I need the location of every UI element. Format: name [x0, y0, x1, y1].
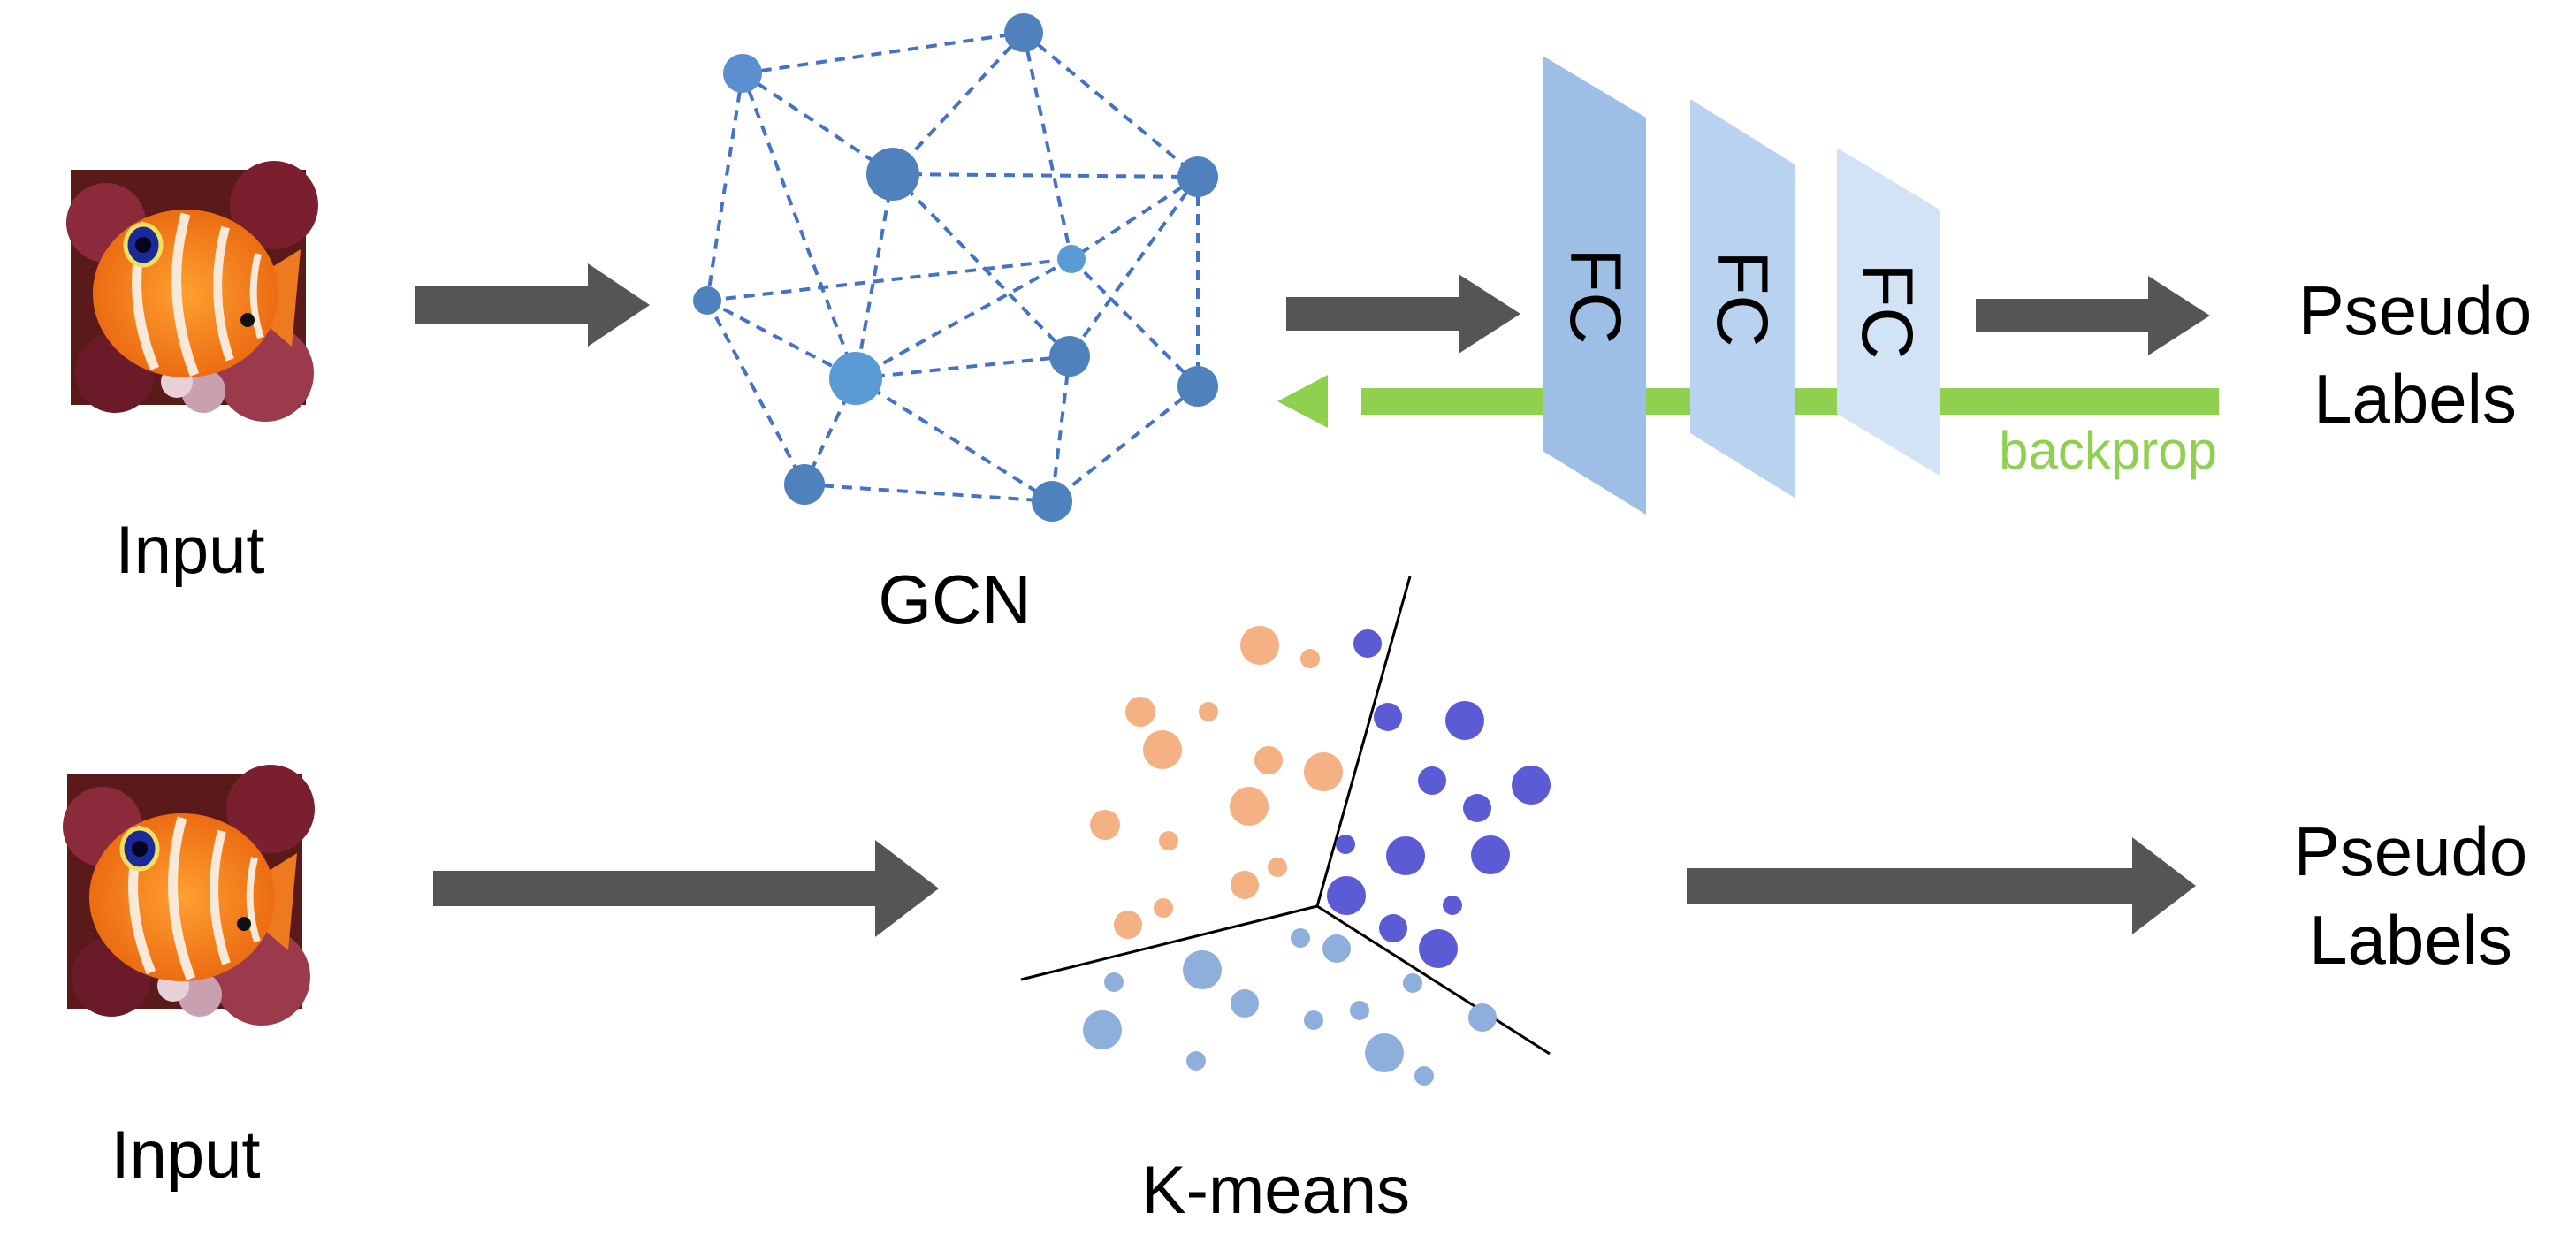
cluster-point: [1350, 1001, 1369, 1020]
input-image-top: [66, 161, 318, 422]
cluster-point: [1403, 973, 1422, 993]
cluster-point: [1114, 911, 1142, 939]
cluster-point: [1379, 914, 1407, 942]
fc-layer-3: FC: [1837, 148, 1940, 476]
cluster-point: [1159, 831, 1178, 850]
input-image-bottom: [63, 765, 315, 1026]
arrow-kmeans-to-labels: [1687, 837, 2196, 934]
cluster-point: [1240, 626, 1279, 665]
cluster-point: [1143, 730, 1182, 769]
cluster-point: [1327, 876, 1366, 915]
cluster-purple: [1327, 629, 1551, 968]
cluster-point: [1125, 697, 1155, 727]
backprop-label: backprop: [1999, 421, 2217, 480]
kmeans-label: K-means: [1141, 1153, 1410, 1228]
gcn-node: [723, 54, 762, 93]
cluster-point: [1154, 898, 1173, 918]
cluster-point: [1414, 1066, 1434, 1086]
gcn-label: GCN: [878, 560, 1031, 638]
pseudo-labels-top-line2: Labels: [2313, 360, 2517, 438]
gcn-node: [829, 352, 882, 405]
gcn-node: [693, 286, 721, 315]
cluster-point: [1418, 766, 1446, 795]
cluster-point: [1231, 989, 1259, 1018]
cluster-point: [1254, 746, 1283, 774]
fc-layer-2-label: FC: [1702, 250, 1782, 347]
gcn-node: [1177, 366, 1218, 407]
cluster-point: [1199, 702, 1218, 721]
cluster-point: [1374, 703, 1402, 731]
cluster-point: [1183, 950, 1222, 989]
cluster-point: [1231, 871, 1259, 899]
gcn-node: [866, 148, 919, 201]
gcn-node: [1049, 336, 1090, 377]
arrow-fc-to-labels: [1976, 276, 2210, 355]
cluster-point: [1083, 1010, 1122, 1049]
cluster-point: [1463, 794, 1491, 822]
gcn-graph: [693, 13, 1218, 522]
cluster-point: [1186, 1051, 1206, 1071]
pseudo-labels-bottom-line2: Labels: [2309, 901, 2512, 979]
gcn-node: [1004, 13, 1043, 52]
fc-layer-1-label: FC: [1555, 248, 1635, 344]
cluster-point: [1304, 752, 1343, 791]
arrow-input-to-kmeans: [433, 840, 939, 937]
gcn-edges: [705, 31, 1200, 503]
pseudo-labels-bottom-line1: Pseudo: [2294, 812, 2528, 890]
cluster-point: [1336, 835, 1355, 854]
cluster-point: [1471, 835, 1510, 874]
gcn-nodes: [693, 13, 1218, 522]
cluster-point: [1230, 787, 1269, 826]
cluster-orange: [1090, 626, 1343, 939]
cluster-point: [1304, 1010, 1323, 1030]
input-label-bottom: Input: [111, 1117, 260, 1193]
fc-layer-1: FC: [1543, 56, 1646, 515]
input-label-top: Input: [115, 513, 264, 588]
cluster-point: [1365, 1033, 1404, 1072]
cluster-point: [1443, 896, 1462, 915]
gcn-node: [784, 464, 825, 505]
cluster-point: [1090, 810, 1120, 840]
kmeans-boundaries: [1020, 576, 1551, 1056]
cluster-point: [1419, 929, 1458, 968]
cluster-point: [1386, 836, 1425, 875]
fc-layers: FC FC FC: [1543, 56, 1940, 515]
cluster-point: [1322, 934, 1351, 963]
cluster-point: [1468, 1003, 1497, 1032]
cluster-blue: [1083, 928, 1497, 1086]
cluster-point: [1291, 928, 1310, 948]
gcn-node: [1032, 481, 1072, 522]
cluster-point: [1445, 701, 1484, 740]
cluster-point: [1353, 629, 1382, 658]
arrow-input-to-gcn: [415, 263, 650, 347]
gcn-node: [1057, 245, 1086, 273]
gcn-node: [1177, 156, 1218, 197]
kmeans-plot: [1020, 576, 1551, 1086]
arrow-gcn-to-fc: [1286, 274, 1520, 354]
cluster-point: [1300, 649, 1320, 668]
fc-layer-3-label: FC: [1847, 263, 1927, 359]
cluster-point: [1104, 972, 1124, 992]
cluster-point: [1268, 858, 1287, 877]
cluster-point: [1512, 766, 1551, 805]
fc-layer-2: FC: [1690, 99, 1795, 498]
pseudo-labels-top-line1: Pseudo: [2298, 271, 2533, 349]
